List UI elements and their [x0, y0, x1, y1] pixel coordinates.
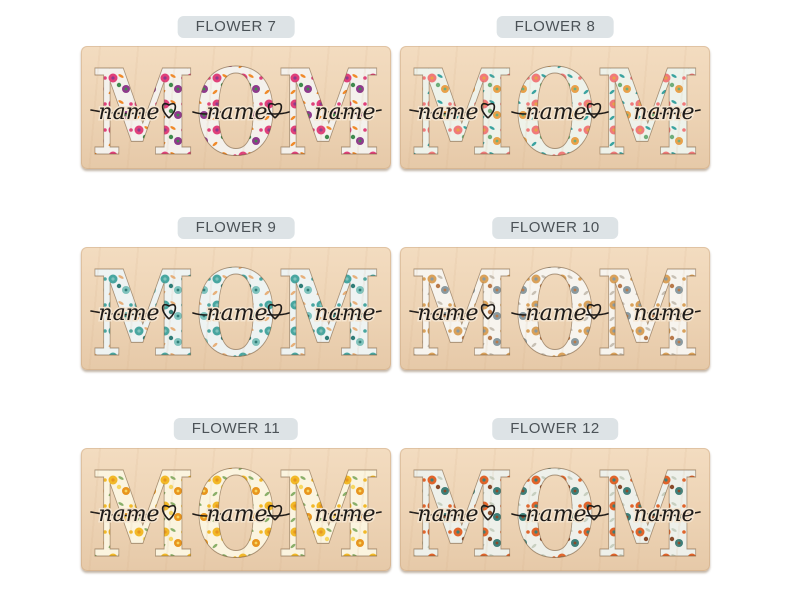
script-flourish [409, 310, 701, 316]
heart-icon [267, 102, 283, 119]
name-placeholder: name [206, 301, 267, 326]
name-placeholder: name [314, 502, 375, 527]
heart-icon [480, 102, 496, 119]
heart-icon [480, 303, 496, 320]
mom-letters: MOM [410, 448, 700, 571]
mom-letters: MOM [91, 247, 381, 370]
script-flourish [409, 109, 701, 115]
name-placeholder: name [633, 100, 694, 125]
name-placeholder: name [314, 100, 375, 125]
mom-letters: MOM [91, 46, 381, 169]
variant-label: FLOWER 12 [492, 418, 618, 440]
heart-icon [267, 504, 283, 521]
variant-label: FLOWER 9 [177, 217, 295, 239]
name-placeholder: name [525, 502, 586, 527]
mom-letters: MOM [91, 448, 381, 571]
heart-icon [586, 504, 602, 521]
heart-icon [586, 303, 602, 320]
variant-label: FLOWER 10 [492, 217, 618, 239]
name-placeholder: name [633, 301, 694, 326]
name-placeholder: name [98, 100, 159, 125]
variant-label: FLOWER 11 [173, 418, 299, 440]
mom-letters: MOM [410, 46, 700, 169]
name-placeholder: name [314, 301, 375, 326]
name-placeholder: name [633, 502, 694, 527]
name-placeholder: name [206, 100, 267, 125]
script-flourish [90, 511, 382, 517]
name-placeholder: name [98, 301, 159, 326]
script-flourish [409, 511, 701, 517]
variant-label: FLOWER 7 [177, 16, 295, 38]
heart-icon [161, 303, 177, 320]
variant-label: FLOWER 8 [496, 16, 614, 38]
heart-icon [267, 303, 283, 320]
heart-icon [586, 102, 602, 119]
name-placeholder: name [98, 502, 159, 527]
name-placeholder: name [417, 301, 478, 326]
mom-letters: MOM [410, 247, 700, 370]
name-placeholder: name [525, 100, 586, 125]
script-flourish [90, 109, 382, 115]
heart-icon [161, 504, 177, 521]
name-placeholder: name [417, 100, 478, 125]
script-flourish [90, 310, 382, 316]
name-placeholder: name [206, 502, 267, 527]
name-placeholder: name [417, 502, 478, 527]
heart-icon [161, 102, 177, 119]
heart-icon [480, 504, 496, 521]
name-placeholder: name [525, 301, 586, 326]
